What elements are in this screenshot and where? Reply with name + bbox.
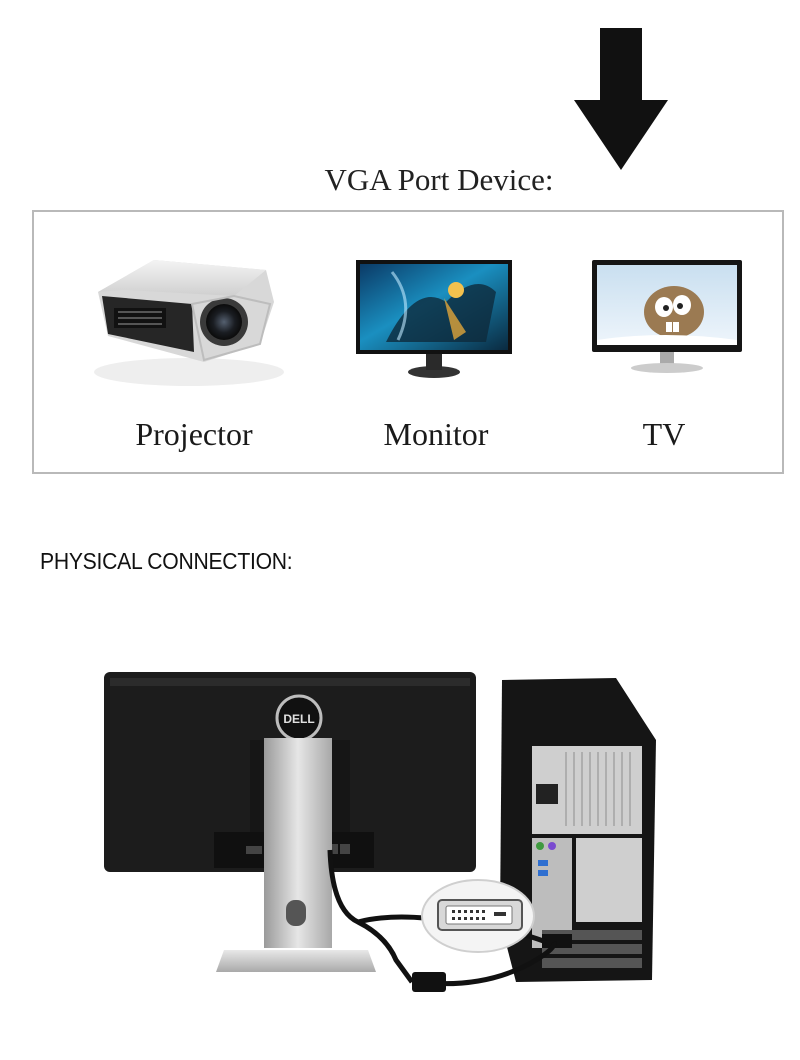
device-projector: Projector [84, 212, 304, 472]
down-arrow-icon [574, 28, 668, 170]
connection-illustration: DELL [104, 672, 656, 992]
physical-connection-title: PHYSICAL CONNECTION: [40, 548, 293, 574]
monitor-stand [216, 738, 376, 972]
projector-icon [94, 260, 284, 386]
svg-text:DELL: DELL [283, 712, 314, 726]
device-label-monitor: Monitor [383, 416, 489, 452]
tv-icon [592, 260, 742, 373]
device-tv: TV [554, 212, 774, 472]
device-label-projector: Projector [135, 416, 253, 452]
vga-port-device-heading: VGA Port Device: [324, 162, 554, 197]
dvi-port-callout [421, 879, 535, 953]
dell-logo: DELL [275, 694, 323, 742]
device-label-tv: TV [642, 416, 686, 452]
device-box: Projector Monitor [32, 210, 784, 474]
monitor-icon [356, 260, 512, 378]
pc-tower [500, 678, 656, 982]
device-monitor: Monitor [326, 212, 546, 472]
